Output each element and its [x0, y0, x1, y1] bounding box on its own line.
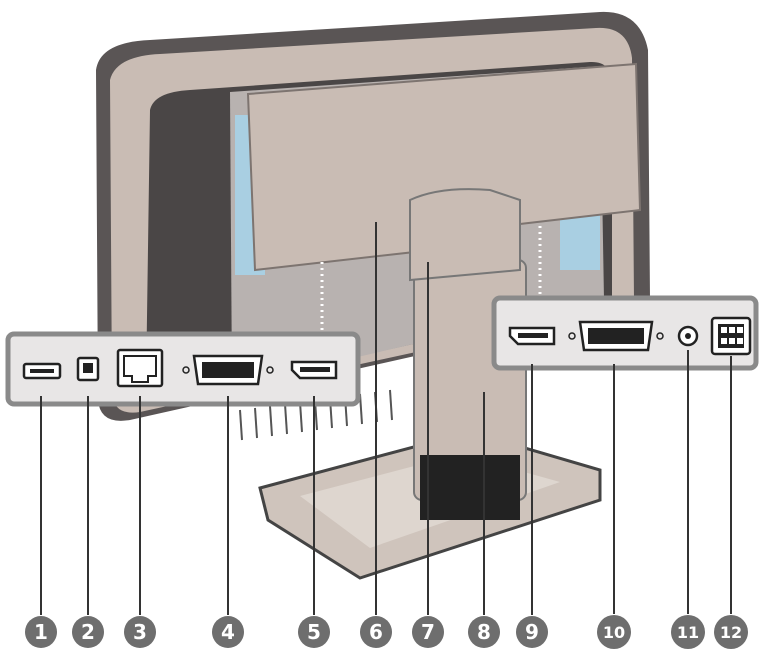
- callout-1: 1: [25, 396, 57, 648]
- callout-7: 7: [412, 262, 444, 648]
- callout-8: 8: [468, 392, 500, 648]
- right-connector-panel: [491, 295, 759, 371]
- callout-5: 5: [298, 396, 330, 648]
- callout-number: 4: [221, 620, 235, 644]
- callout-6: 6: [360, 222, 392, 648]
- callout-number: 9: [525, 620, 539, 644]
- callout-number: 6: [369, 620, 383, 644]
- callout-11: 11: [671, 350, 705, 649]
- callout-group: 1 2 3 4 5 6 7: [25, 222, 748, 649]
- dvi-port-left: [182, 354, 274, 386]
- usb-a-port: [22, 362, 62, 380]
- callout-number: 8: [477, 620, 491, 644]
- callout-number: 10: [603, 623, 625, 642]
- callout-number: 12: [720, 623, 742, 642]
- dvi-port-right: [568, 320, 664, 352]
- callout-10: 10: [597, 364, 631, 649]
- callout-4: 4: [212, 396, 244, 648]
- callout-number: 2: [81, 620, 95, 644]
- callout-9: 9: [516, 364, 548, 648]
- callout-number: 5: [307, 620, 321, 644]
- power-connector: [710, 316, 752, 356]
- displayport-left: [290, 360, 338, 380]
- displayport-right: [508, 326, 556, 346]
- callout-12: 12: [714, 356, 748, 649]
- callout-number: 3: [133, 620, 147, 644]
- lan-port: [116, 348, 164, 388]
- left-connector-panel: [5, 331, 361, 407]
- dotted-guides: [320, 226, 542, 334]
- audio-jack: [677, 325, 699, 347]
- callout-2: 2: [72, 396, 104, 648]
- callout-3: 3: [124, 396, 156, 648]
- stand-neck: [409, 188, 521, 282]
- callout-number: 11: [677, 623, 699, 642]
- callout-number: 1: [34, 620, 48, 644]
- usb-b-port: [76, 356, 100, 382]
- callout-number: 7: [421, 620, 435, 644]
